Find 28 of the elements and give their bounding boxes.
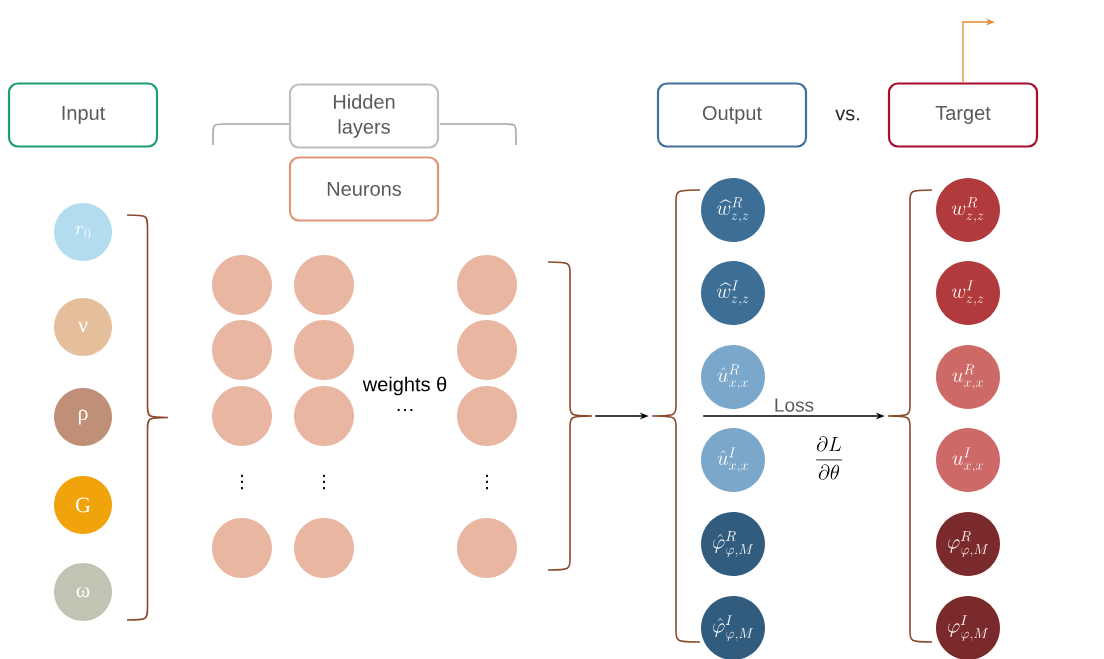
neuron-circle <box>457 518 517 578</box>
neuron-circle <box>294 386 354 446</box>
ellipsis: ⋮ <box>323 474 325 490</box>
label-box: Neurons <box>288 156 440 222</box>
neuron-circle <box>457 320 517 380</box>
comparison-text: vs. <box>835 109 859 121</box>
ellipsis: ⋮ <box>241 474 243 490</box>
edge-label: Loss <box>775 398 814 412</box>
curly-brace <box>651 189 701 643</box>
neuron-circle <box>212 386 272 446</box>
label-box: Target <box>887 82 1039 148</box>
neuron-circle <box>294 518 354 578</box>
neuron-circle <box>457 386 517 446</box>
label-box: Hidden layers <box>288 83 440 149</box>
ellipsis: ⋮ <box>486 474 488 490</box>
neuron-circle <box>294 320 354 380</box>
label-box: Input <box>7 82 159 148</box>
neuron-circle <box>457 255 517 315</box>
curly-brace <box>887 189 933 643</box>
curly-brace <box>547 261 593 571</box>
neuron-circle <box>212 255 272 315</box>
neuron-circle <box>212 320 272 380</box>
annotation: weights θ <box>362 376 447 396</box>
label-box: Output <box>656 82 808 148</box>
formula: $\frac{\partial L}{\partial \theta}$ <box>816 436 842 480</box>
neuron-circle <box>294 255 354 315</box>
annotation: … <box>397 408 413 412</box>
neuron-circle <box>212 518 272 578</box>
